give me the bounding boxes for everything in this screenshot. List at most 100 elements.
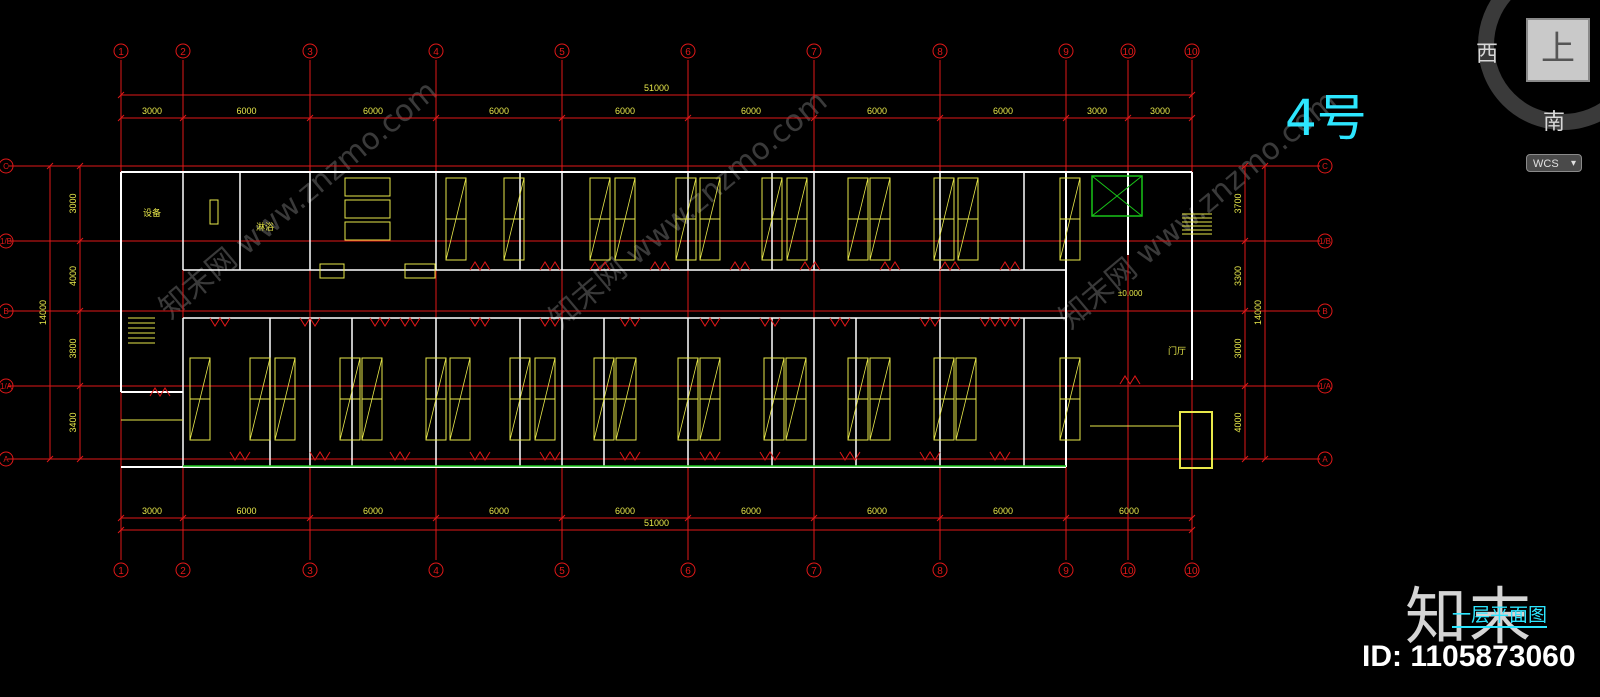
dim-top-label: 6000 xyxy=(236,106,256,116)
bunk-bed-diagonal xyxy=(615,357,637,441)
grid-bubble xyxy=(1317,233,1333,249)
dim-top-tick xyxy=(117,114,125,122)
bunk-bed-diagonal xyxy=(339,357,361,441)
dim-left-tick xyxy=(76,382,84,390)
bunk-bed-diagonal xyxy=(933,177,955,261)
dim-bottom-label: 6000 xyxy=(993,506,1013,516)
grid-bubble-label: 6 xyxy=(685,566,691,577)
grid-bubble xyxy=(1058,43,1074,59)
dim-bottom-total-label: 51000 xyxy=(644,518,669,528)
door-swing xyxy=(469,261,491,271)
dim-right-label: 3000 xyxy=(1233,338,1243,358)
grid-bubble xyxy=(1317,451,1333,467)
grid-bubble xyxy=(1317,378,1333,394)
dim-top-tick xyxy=(684,114,692,122)
dim-left-tick xyxy=(76,162,84,170)
door-swing xyxy=(309,451,331,461)
grid-bubble-label: B xyxy=(3,307,8,316)
door-swing xyxy=(879,261,901,271)
bunk-bed-diagonal xyxy=(847,357,869,441)
dim-left-total-label: 14000 xyxy=(38,300,48,325)
walls xyxy=(120,171,1193,468)
dim-bottom-label: 6000 xyxy=(1119,506,1139,516)
bunk-bed-diagonal xyxy=(957,177,979,261)
grid-bubble xyxy=(932,43,948,59)
door-swing xyxy=(699,317,721,327)
dim-bottom-tick xyxy=(117,514,125,522)
door-swing xyxy=(149,387,171,397)
bunk-bed-diagonal xyxy=(449,357,471,441)
bunk-bed-diagonal xyxy=(847,177,869,261)
grid-bubble xyxy=(806,562,822,578)
grid-bubble-label: 9 xyxy=(1063,566,1069,577)
grid-bubble xyxy=(0,233,14,249)
grid-bubble-label: 7 xyxy=(811,47,817,58)
watermark-logo: 知末 xyxy=(1405,580,1534,653)
dim-top-label: 3000 xyxy=(1087,106,1107,116)
dim-bottom-label: 6000 xyxy=(363,506,383,516)
bunk-bed-diagonal xyxy=(955,357,977,441)
door-swing xyxy=(989,451,1011,461)
grid-bubble xyxy=(302,562,318,578)
grid-bubble xyxy=(932,562,948,578)
dim-top-tick xyxy=(179,114,187,122)
dim-right-label: 3700 xyxy=(1233,193,1243,213)
dim-right-label: 3300 xyxy=(1233,266,1243,286)
grid-bubble xyxy=(806,43,822,59)
dim-bottom-tick xyxy=(558,514,566,522)
viewcube-west-label[interactable]: 西 xyxy=(1476,42,1499,67)
grid-bubble-label: 8 xyxy=(937,47,943,58)
door-swing xyxy=(979,317,1001,327)
grid-bubble xyxy=(175,43,191,59)
dim-bottom-label: 6000 xyxy=(489,506,509,516)
toilet-stall xyxy=(344,177,391,197)
door-swing xyxy=(999,261,1021,271)
grid-bubble-label: 3 xyxy=(307,566,313,577)
viewcube-south-label[interactable]: 南 xyxy=(1543,110,1566,135)
dim-top-label: 6000 xyxy=(489,106,509,116)
grid-bubble xyxy=(1184,43,1200,59)
dim-left-total-tick xyxy=(46,455,54,463)
dim-bottom-tick xyxy=(306,514,314,522)
door-swing xyxy=(469,317,491,327)
dim-right-total-label: 14000 xyxy=(1253,300,1263,325)
door-swing xyxy=(299,317,321,327)
grid-bubble xyxy=(175,562,191,578)
dim-bottom-label: 6000 xyxy=(615,506,635,516)
door-swing xyxy=(699,451,721,461)
dim-left-tick xyxy=(76,307,84,315)
door-swing xyxy=(1119,375,1141,385)
bunk-bed-diagonal xyxy=(274,357,296,441)
dim-top-total-tick xyxy=(1188,91,1196,99)
viewcube-top-face[interactable]: 上 xyxy=(1526,18,1590,82)
dim-top-label: 3000 xyxy=(142,106,162,116)
dim-bottom-tick xyxy=(810,514,818,522)
dim-top-tick xyxy=(936,114,944,122)
grid-bubble-label: A xyxy=(1322,455,1328,464)
wcs-dropdown[interactable]: WCS xyxy=(1526,154,1582,173)
dim-bottom-tick xyxy=(684,514,692,522)
door-swing xyxy=(649,261,671,271)
bunk-bed-diagonal xyxy=(593,357,615,441)
dim-top-label: 6000 xyxy=(993,106,1013,116)
toilet-stall xyxy=(344,221,391,241)
grid-bubble-label: 9 xyxy=(1063,47,1069,58)
grid-bubble-label: 8 xyxy=(937,566,943,577)
dim-top-tick xyxy=(1188,114,1196,122)
watermark-text: 知末网 www.znzmo.com xyxy=(153,74,444,326)
grid-bubble-label: 2 xyxy=(180,566,186,577)
door-swing xyxy=(829,317,851,327)
dim-top-tick xyxy=(306,114,314,122)
dim-bottom-tick xyxy=(1188,514,1196,522)
grid-bubble-label: 1 xyxy=(118,566,124,577)
grid-bubble xyxy=(1317,303,1333,319)
bunk-bed-diagonal xyxy=(869,357,891,441)
door-swing xyxy=(619,317,641,327)
sink xyxy=(319,263,345,279)
grid-bubble xyxy=(1120,43,1136,59)
furniture xyxy=(121,175,1213,469)
dim-left-tick xyxy=(76,455,84,463)
dim-right-tick xyxy=(1241,237,1249,245)
